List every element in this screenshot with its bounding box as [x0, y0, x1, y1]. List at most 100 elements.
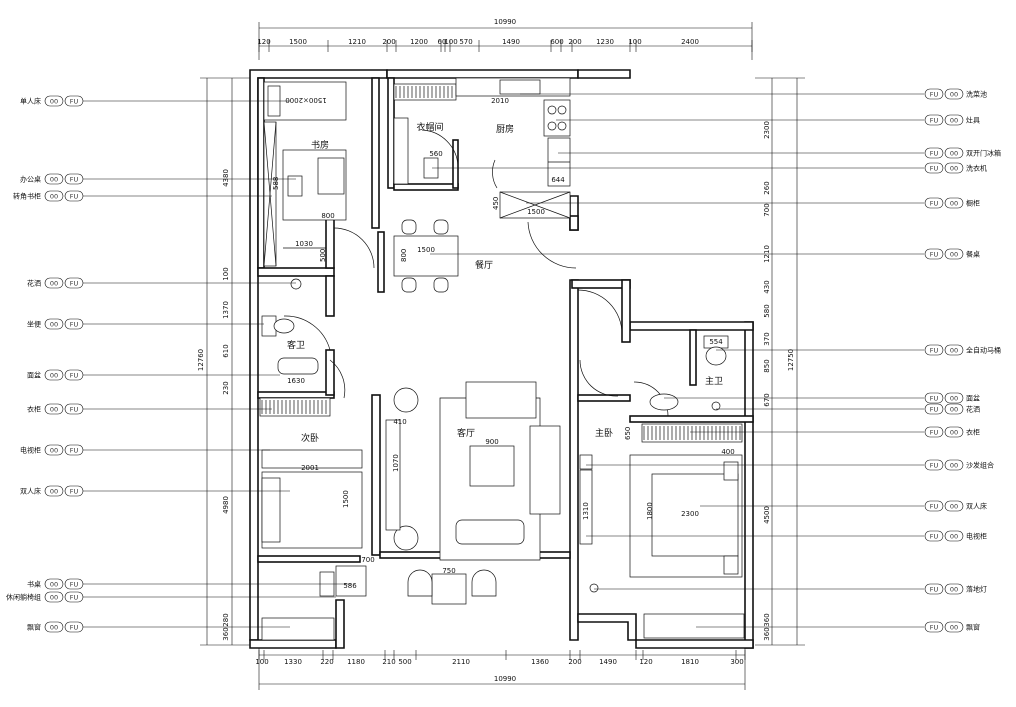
bottom-dimensions: 100 1330 220 1180 210 500 2110 1360 200 …: [255, 645, 746, 690]
tag-code: FU: [930, 624, 939, 632]
tv-cabinet: [579, 469, 593, 545]
living-dim-900: 900: [485, 438, 498, 446]
tag-code: 00: [950, 533, 958, 541]
dining-area: 1500 800 餐厅: [393, 219, 493, 293]
callout-label: 双开门冰箱: [966, 149, 1001, 158]
callout-label: 飘窗: [27, 623, 41, 632]
left-dim-2: 1370: [222, 301, 230, 319]
left-dim-0: 4380: [222, 169, 230, 187]
tag-code: FU: [930, 462, 939, 470]
second-bed-dim-2001: 2001: [301, 464, 319, 472]
tag-pill: [944, 197, 964, 209]
tag-code: 00: [950, 347, 958, 355]
stove: [543, 99, 571, 137]
tag-pill: [924, 403, 944, 415]
tag-code: 00: [950, 429, 958, 437]
right-dim-10: 360: [763, 613, 771, 626]
right-callout-10: FU 00 沙发组合: [586, 459, 994, 471]
sink: [499, 79, 541, 95]
tag-pill: [44, 621, 64, 633]
tag-pill: [944, 392, 964, 404]
bottom-dim-5: 500: [398, 658, 411, 666]
tag-pill: [944, 583, 964, 595]
smart-toilet: [705, 346, 727, 366]
toilet-bowl: [273, 318, 295, 334]
room-label-guest-bath: 客卫: [287, 339, 305, 351]
writing-desk: [335, 565, 367, 597]
sofa-bottom: [455, 519, 525, 545]
bottom-dim-11: 1810: [681, 658, 699, 666]
room-label-kitchen: 厨房: [496, 123, 514, 135]
tag-code: 00: [950, 395, 958, 403]
top-dim-3: 200: [382, 38, 395, 46]
balcony: 750: [407, 567, 497, 605]
master-dim-2300: 2300: [681, 510, 699, 518]
tag-code: FU: [930, 117, 939, 125]
callout-label: 休闲躺椅组: [6, 593, 41, 602]
room-label-master-bedroom: 主卧: [595, 427, 613, 439]
tag-code: FU: [70, 581, 79, 589]
second-bedroom: 次卧 2001 1500 586 700: [259, 397, 375, 641]
top-dim-6: 100: [444, 38, 457, 46]
right-dim-5: 580: [763, 304, 771, 317]
top-dim-0: 120: [257, 38, 270, 46]
tag-pill: [924, 392, 944, 404]
balcony-dim-750: 750: [442, 567, 455, 575]
tag-pill: [944, 426, 964, 438]
tag-pill: [44, 318, 64, 330]
tag-code: 00: [950, 462, 958, 470]
callout-label: 洗衣机: [966, 164, 987, 173]
tag-code: 00: [950, 586, 958, 594]
desk-laptop: [317, 157, 345, 195]
dining-dim-1500: 1500: [417, 246, 435, 254]
tag-pill: [924, 88, 944, 100]
right-dim-1: 260: [763, 181, 771, 194]
right-dim-0: 2300: [763, 121, 771, 139]
room-label-second-bedroom: 次卧: [301, 432, 319, 444]
kitchen: 2010 644 厨房 1500 450: [455, 77, 571, 219]
bottom-dim-12: 300: [730, 658, 743, 666]
dining-chair: [401, 277, 417, 293]
right-dimensions: 2300 260 700 1210 430 580 370 850 670 45…: [755, 77, 805, 646]
washbasin: [277, 357, 319, 375]
tag-code: 00: [50, 488, 58, 496]
right-dim-8: 670: [763, 393, 771, 406]
bottom-total-dimension: 10990: [494, 675, 516, 683]
dining-table: [393, 235, 459, 277]
study-bed-dim: 1500×2000: [285, 96, 327, 104]
bedside-table: [723, 555, 739, 575]
tag-code: 00: [950, 624, 958, 632]
study-dim-800: 800: [321, 212, 334, 220]
tag-code: FU: [70, 280, 79, 288]
callout-label: 衣柜: [966, 428, 980, 437]
callout-label: 沙发组合: [966, 461, 994, 470]
tag-code: 00: [50, 193, 58, 201]
tag-pill: [944, 621, 964, 633]
tag-pill: [924, 500, 944, 512]
top-dim-12: 100: [628, 38, 641, 46]
bottom-dim-1: 1330: [284, 658, 302, 666]
sofa-top: [465, 381, 537, 419]
tag-code: FU: [70, 372, 79, 380]
tag-pill: [44, 369, 64, 381]
callout-label: 面盆: [966, 394, 980, 403]
top-dim-4: 1200: [410, 38, 428, 46]
master-dim-1310: 1310: [582, 502, 590, 520]
tag-code: FU: [930, 429, 939, 437]
room-label-cloakroom: 衣帽间: [416, 121, 443, 133]
left-dim-5: 4980: [222, 496, 230, 514]
tag-pill: [924, 114, 944, 126]
bay-window-left: [261, 617, 335, 641]
wardrobe: [259, 397, 331, 417]
office-chair: [287, 175, 303, 197]
tag-pill: [44, 403, 64, 415]
right-dim-6: 370: [763, 332, 771, 345]
bedside-table: [723, 461, 739, 481]
